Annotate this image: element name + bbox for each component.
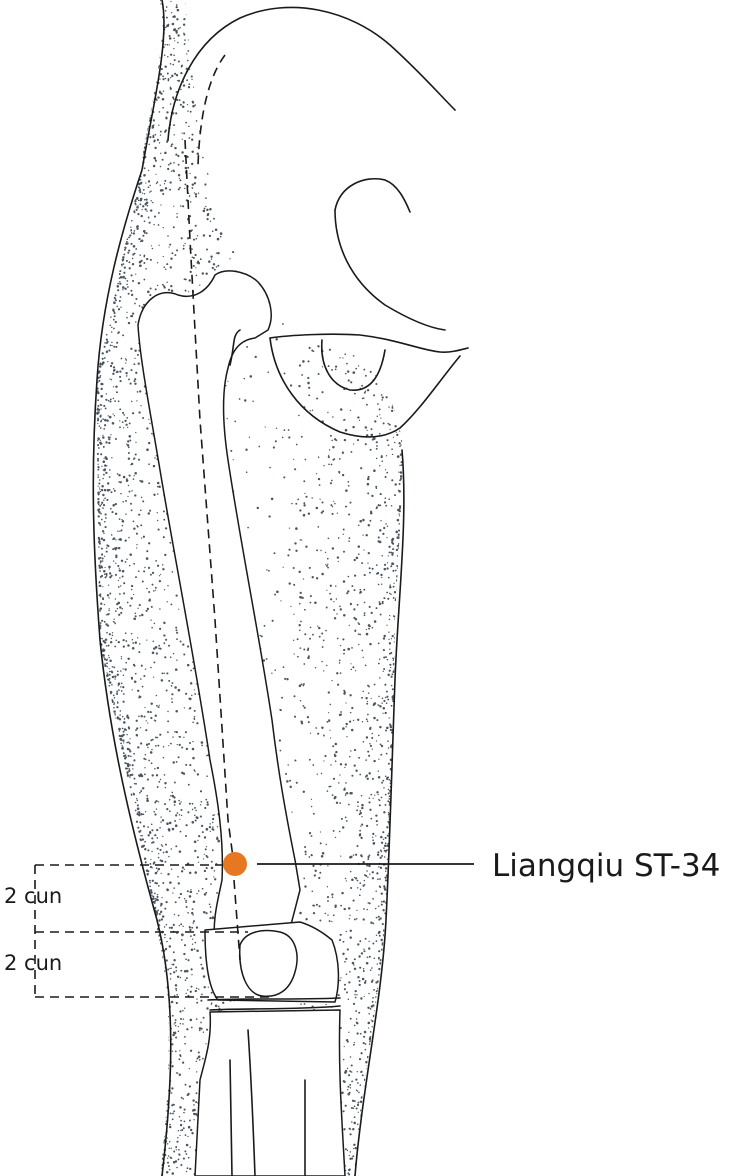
hip-dashed-contour <box>197 54 226 166</box>
measurement-label-upper: 2 cun <box>4 884 62 908</box>
stomach-meridian-line <box>184 139 235 866</box>
leg-outline <box>92 0 405 1176</box>
knee-dashed-line <box>233 879 241 961</box>
pelvis <box>167 6 469 438</box>
femur <box>137 270 301 946</box>
acupoint-label: Liangqiu ST-34 <box>492 848 720 884</box>
patella <box>239 929 298 998</box>
measurement-label-lower: 2 cun <box>4 951 62 975</box>
acupoint-marker[interactable] <box>223 852 247 876</box>
cun-measurement-bracket <box>34 864 272 998</box>
knee-bones <box>194 921 346 1176</box>
